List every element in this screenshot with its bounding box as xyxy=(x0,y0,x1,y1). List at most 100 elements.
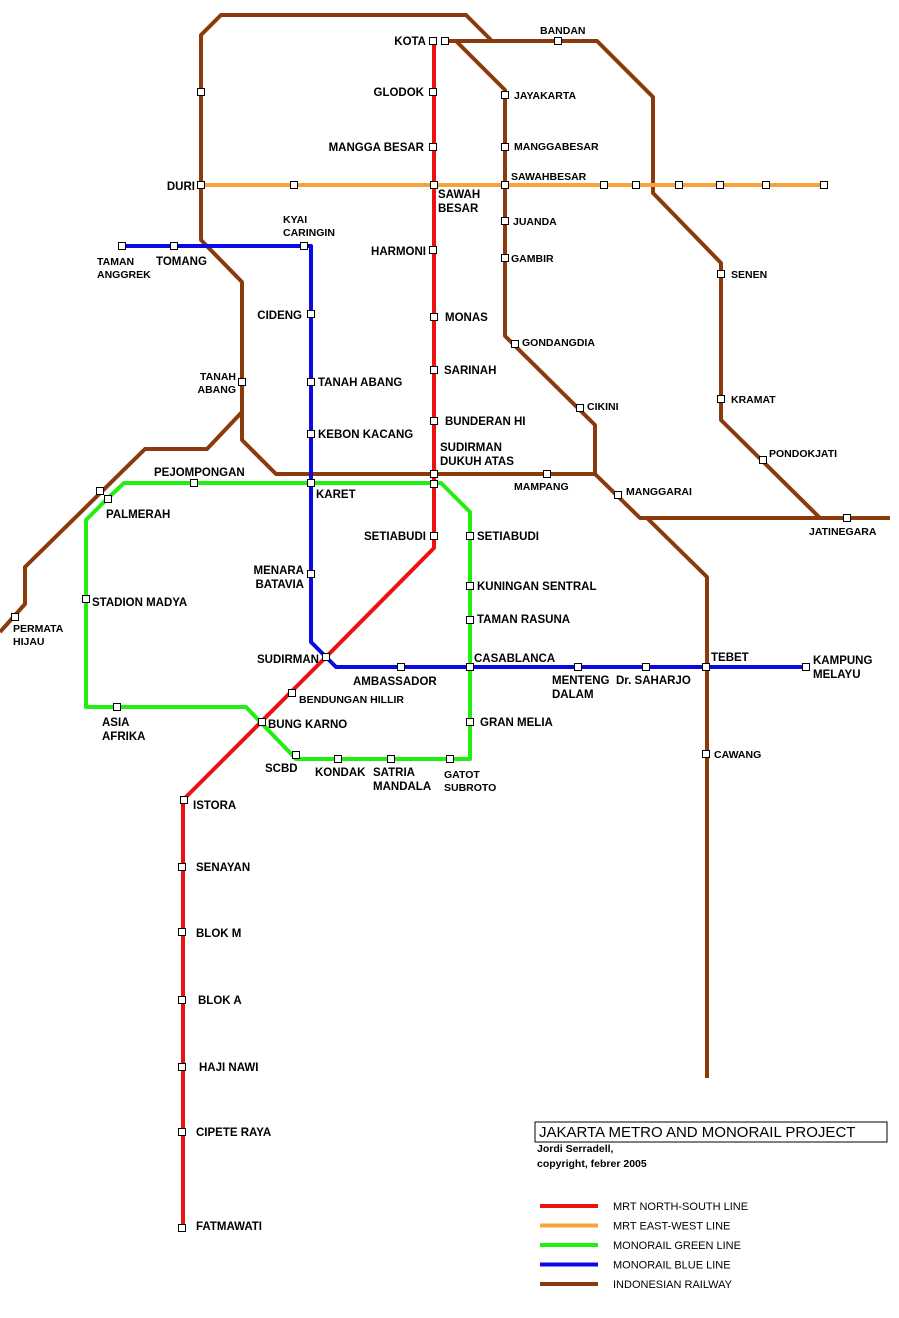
station-marker-pondokjati[interactable] xyxy=(759,456,767,464)
station-marker[interactable] xyxy=(716,181,724,189)
station-marker-palmerah[interactable] xyxy=(96,487,104,495)
station-marker-kyai-caringin[interactable] xyxy=(300,242,308,250)
station-marker-sudirman-dukuh-atas[interactable] xyxy=(430,470,438,478)
station-marker-tebet[interactable] xyxy=(702,663,710,671)
station-marker-duri[interactable] xyxy=(197,181,205,189)
station-marker-gatot-subroto[interactable] xyxy=(446,755,454,763)
station-label-line: KARET xyxy=(316,489,356,501)
station-marker-taman-anggrek[interactable] xyxy=(118,242,126,250)
station-label-line: CAWANG xyxy=(714,749,761,761)
station-marker-mampang[interactable] xyxy=(543,470,551,478)
station-marker-mangga-besar[interactable] xyxy=(429,143,437,151)
station-marker-kampung-melayu[interactable] xyxy=(802,663,810,671)
station-marker[interactable] xyxy=(197,88,205,96)
station-marker[interactable] xyxy=(290,181,298,189)
station-label-line: MONAS xyxy=(445,312,488,324)
station-marker-sawah-besar[interactable] xyxy=(430,181,438,189)
station-label-tanah-abang: TANAH ABANG xyxy=(318,377,402,389)
station-marker-haji-nawi[interactable] xyxy=(178,1063,186,1071)
station-marker-glodok[interactable] xyxy=(429,88,437,96)
station-marker-manggabesar[interactable] xyxy=(501,143,509,151)
station-marker-kuningan-sentral[interactable] xyxy=(466,582,474,590)
station-marker-gambir[interactable] xyxy=(501,254,509,262)
station-marker[interactable] xyxy=(441,37,449,45)
station-label-kuningan-sentral: KUNINGAN SENTRAL xyxy=(477,581,596,593)
station-marker-senen[interactable] xyxy=(717,270,725,278)
station-label-line: KONDAK xyxy=(315,767,366,779)
station-label-karet: KARET xyxy=(316,489,356,501)
station-marker-gran-melia[interactable] xyxy=(466,718,474,726)
station-marker-menara-batavia[interactable] xyxy=(307,570,315,578)
station-marker[interactable] xyxy=(762,181,770,189)
legend-label-mono-green: MONORAIL GREEN LINE xyxy=(613,1240,741,1252)
station-marker-cawang[interactable] xyxy=(702,750,710,758)
station-marker-cikini[interactable] xyxy=(576,404,584,412)
station-marker-pejompongan[interactable] xyxy=(190,479,198,487)
station-label-line: BESAR xyxy=(438,203,479,215)
station-label-line: AFRIKA xyxy=(102,731,145,743)
station-marker-setiabudi-mono[interactable] xyxy=(466,532,474,540)
station-marker-tomang[interactable] xyxy=(170,242,178,250)
station-marker-monas[interactable] xyxy=(430,313,438,321)
station-marker-tanah-abang[interactable] xyxy=(307,378,315,386)
station-label-line: SARINAH xyxy=(444,365,496,377)
station-label-line: AMBASSADOR xyxy=(353,676,437,688)
station-marker-setiabudi-mrt[interactable] xyxy=(430,532,438,540)
station-marker-blok-a[interactable] xyxy=(178,996,186,1004)
station-marker-taman-rasuna[interactable] xyxy=(466,616,474,624)
station-marker-bung-karno[interactable] xyxy=(258,718,266,726)
station-label-tomang: TOMANG xyxy=(156,256,207,268)
station-marker-senayan[interactable] xyxy=(178,863,186,871)
station-marker-karet[interactable] xyxy=(307,479,315,487)
station-marker-scbd[interactable] xyxy=(292,751,300,759)
station-marker-ambassador[interactable] xyxy=(397,663,405,671)
station-marker-kota[interactable] xyxy=(429,37,437,45)
station-marker[interactable] xyxy=(675,181,683,189)
station-label-line: TOMANG xyxy=(156,256,207,268)
station-marker-sudirman[interactable] xyxy=(322,653,330,661)
station-marker-bandan[interactable] xyxy=(554,37,562,45)
station-marker[interactable] xyxy=(820,181,828,189)
station-marker-kramat[interactable] xyxy=(717,395,725,403)
station-marker-tanah-abang-rail[interactable] xyxy=(238,378,246,386)
station-marker-sarinah[interactable] xyxy=(430,366,438,374)
station-marker-casablanca[interactable] xyxy=(466,663,474,671)
station-marker-bunderan-hi[interactable] xyxy=(430,417,438,425)
station-marker[interactable] xyxy=(600,181,608,189)
station-marker-kebon-kacang[interactable] xyxy=(307,430,315,438)
station-marker-menteng-dalam[interactable] xyxy=(574,663,582,671)
station-label-line: GLODOK xyxy=(374,87,425,99)
station-marker-cideng[interactable] xyxy=(307,310,315,318)
station-label-fatmawati: FATMAWATI xyxy=(196,1221,262,1233)
station-marker-harmoni[interactable] xyxy=(429,246,437,254)
station-marker-dr-saharjo[interactable] xyxy=(642,663,650,671)
station-marker-bendungan-hillir[interactable] xyxy=(288,689,296,697)
station-label-line: KOTA xyxy=(394,36,426,48)
station-marker-manggarai[interactable] xyxy=(614,491,622,499)
station-label-blok-a: BLOK A xyxy=(198,995,242,1007)
station-marker-gondangdia[interactable] xyxy=(511,340,519,348)
station-label-line: PEJOMPONGAN xyxy=(154,467,245,479)
station-marker-blok-m[interactable] xyxy=(178,928,186,936)
station-marker-juanda[interactable] xyxy=(501,217,509,225)
station-marker-kondak[interactable] xyxy=(334,755,342,763)
station-marker-palmerah[interactable] xyxy=(104,495,112,503)
station-marker-jatinegara[interactable] xyxy=(843,514,851,522)
station-marker-asia-afrika[interactable] xyxy=(113,703,121,711)
station-marker-sawahbesar[interactable] xyxy=(501,181,509,189)
station-label-line: TEBET xyxy=(711,652,749,664)
station-label-jayakarta: JAYAKARTA xyxy=(514,90,576,102)
station-marker[interactable] xyxy=(430,480,438,488)
station-marker-cipete-raya[interactable] xyxy=(178,1128,186,1136)
station-marker-satria-mandala[interactable] xyxy=(387,755,395,763)
station-marker-stadion-madya[interactable] xyxy=(82,595,90,603)
station-marker[interactable] xyxy=(632,181,640,189)
station-marker-jayakarta[interactable] xyxy=(501,91,509,99)
station-marker-istora[interactable] xyxy=(180,796,188,804)
station-marker-permata-hijau[interactable] xyxy=(11,613,19,621)
station-marker-fatmawati[interactable] xyxy=(178,1224,186,1232)
station-label-line: ABANG xyxy=(198,384,237,396)
